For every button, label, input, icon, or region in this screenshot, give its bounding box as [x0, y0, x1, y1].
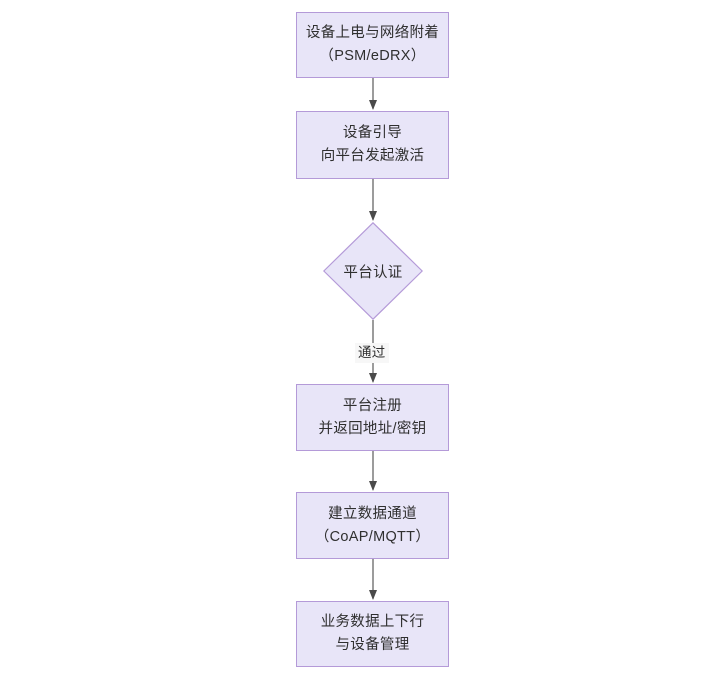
node-bootstrap-line-2: 向平台发起激活 — [320, 148, 425, 164]
edge-label-pass: 通过 — [355, 343, 389, 363]
node-service-data[interactable]: 业务数据上下行 与设备管理 — [296, 601, 449, 667]
node-power-on-line-2: （PSM/eDRX） — [319, 48, 426, 64]
node-platform-auth-label: 平台认证 — [343, 264, 403, 281]
node-data-channel[interactable]: 建立数据通道 （CoAP/MQTT） — [296, 492, 449, 559]
node-data-channel-line-1: 建立数据通道 — [328, 505, 417, 522]
node-power-on[interactable]: 设备上电与网络附着 （PSM/eDRX） — [296, 12, 449, 78]
node-bootstrap[interactable]: 设备引导 向平台发起激活 — [296, 111, 449, 179]
node-platform-register-line-1: 平台注册 — [342, 397, 403, 414]
node-data-channel-line-2: （CoAP/MQTT） — [314, 528, 431, 545]
diamond-shape — [323, 222, 423, 320]
node-bootstrap-line-1: 设备引导 — [342, 125, 403, 141]
node-service-data-line-1: 业务数据上下行 — [320, 614, 425, 630]
node-service-data-line-2: 与设备管理 — [335, 637, 410, 653]
node-power-on-line-1: 设备上电与网络附着 — [305, 25, 440, 41]
node-platform-auth[interactable]: 平台认证 — [323, 222, 423, 320]
node-platform-register-line-2: 并返回地址/密钥 — [318, 420, 427, 437]
node-platform-register[interactable]: 平台注册 并返回地址/密钥 — [296, 384, 449, 451]
